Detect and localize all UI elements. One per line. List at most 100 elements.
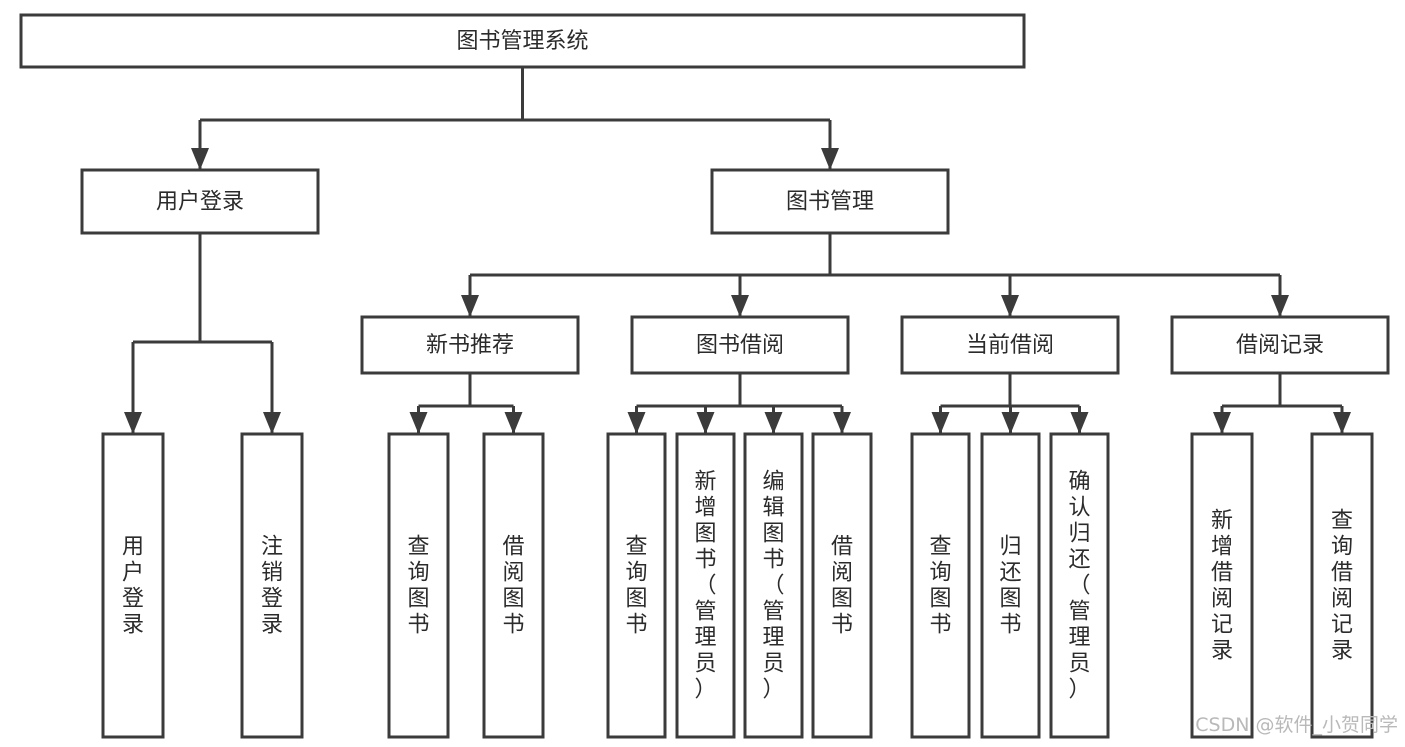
csdn-watermark: CSDN @软件_小贺同学 (1195, 714, 1398, 736)
node-label-char: 录 (1331, 639, 1353, 664)
node-label-char: 阅 (1331, 587, 1353, 612)
arrow-head-icon (1271, 295, 1289, 317)
node-label-char: ） (1068, 678, 1090, 703)
node-label-char: 图 (407, 587, 429, 612)
node-label-char: 借 (502, 535, 524, 560)
node-label-char: 图 (762, 522, 784, 547)
node-label-char: 图 (831, 587, 853, 612)
node-label-char: 书 (929, 613, 951, 638)
node-level3-3[interactable]: 借阅记录 (1170, 315, 1390, 375)
node-box[interactable] (101, 432, 165, 739)
node-label-char: 阅 (831, 561, 853, 586)
node-box[interactable] (387, 432, 450, 739)
nodes-layer: 图书管理系统用户登录图书管理新书推荐图书借阅当前借阅借阅记录用户登录注销登录查询… (19, 13, 1390, 739)
node-label-char: 阅 (502, 561, 524, 586)
arrow-head-icon (931, 412, 950, 434)
node-box[interactable] (1049, 432, 1110, 739)
node-box[interactable] (675, 432, 736, 739)
node-label-char: 理 (762, 626, 784, 651)
node-label-char: 还 (999, 561, 1021, 586)
node-box[interactable] (980, 432, 1041, 739)
node-label-char: 借 (1211, 561, 1233, 586)
node-label-char: 查 (929, 535, 951, 560)
arrow-head-icon (1070, 412, 1089, 434)
node-level3-1[interactable]: 图书借阅 (630, 315, 850, 375)
node-box[interactable] (482, 432, 545, 739)
arrow-head-icon (764, 412, 783, 434)
arrow-head-icon (696, 412, 715, 434)
node-label: 图书借阅 (696, 333, 784, 358)
node-box[interactable] (80, 168, 320, 235)
node-label-char: 注 (261, 535, 283, 560)
arrow-head-icon (124, 412, 142, 434)
node-label-char: 管 (762, 600, 784, 625)
node-label-char: 管 (694, 600, 716, 625)
node-label: 新书推荐 (426, 333, 514, 358)
node-label-char: （ (694, 574, 716, 599)
node-label-char: 借 (831, 535, 853, 560)
node-label-char: 书 (999, 613, 1021, 638)
node-label-char: 书 (762, 548, 784, 573)
node-label-char: 辑 (762, 496, 784, 521)
node-box[interactable] (240, 432, 304, 739)
node-label-char: 询 (929, 561, 951, 586)
node-label-char: 编 (762, 470, 784, 495)
node-label: 图书管理 (786, 190, 874, 215)
node-label-char: 员 (1068, 652, 1090, 677)
node-label-char: 阅 (1211, 587, 1233, 612)
node-label-char: 图 (502, 587, 524, 612)
arrow-head-icon (263, 412, 281, 434)
node-root-system[interactable]: 图书管理系统 (19, 13, 1026, 69)
node-box[interactable] (710, 168, 950, 235)
node-box[interactable] (1190, 432, 1254, 739)
node-label-char: 录 (261, 613, 283, 638)
node-box[interactable] (606, 432, 667, 739)
node-level2-0[interactable]: 用户登录 (80, 168, 320, 235)
node-box[interactable] (19, 13, 1026, 69)
node-label-char: 图 (929, 587, 951, 612)
node-label-char: 图 (625, 587, 647, 612)
arrow-head-icon (409, 412, 428, 434)
node-box[interactable] (743, 432, 804, 739)
arrow-head-icon (191, 148, 209, 170)
node-label-char: 确 (1068, 470, 1090, 495)
node-label-char: 销 (261, 561, 283, 586)
node-level2-1[interactable]: 图书管理 (710, 168, 950, 235)
arrow-head-icon (504, 412, 523, 434)
node-label-char: 书 (831, 613, 853, 638)
arrow-head-icon (833, 412, 851, 434)
node-label-char: 管 (1068, 600, 1090, 625)
node-box[interactable] (1310, 432, 1374, 739)
node-leaf-0[interactable]: 用户登录 (101, 432, 165, 739)
node-label-char: 询 (625, 561, 647, 586)
node-label-char: （ (1068, 574, 1090, 599)
node-label-char: 查 (407, 535, 429, 560)
node-level3-0[interactable]: 新书推荐 (360, 315, 580, 375)
arrow-head-icon (1213, 412, 1231, 434)
node-box[interactable] (900, 315, 1120, 375)
node-box[interactable] (1170, 315, 1390, 375)
node-box[interactable] (630, 315, 850, 375)
node-box[interactable] (360, 315, 580, 375)
node-label-char: 归 (1068, 522, 1090, 547)
node-level3-2[interactable]: 当前借阅 (900, 315, 1120, 375)
node-box[interactable] (910, 432, 971, 739)
edges-layer (124, 67, 1351, 434)
arrow-head-icon (731, 295, 749, 317)
node-box[interactable] (811, 432, 873, 739)
node-label: 借阅记录 (1236, 333, 1324, 358)
